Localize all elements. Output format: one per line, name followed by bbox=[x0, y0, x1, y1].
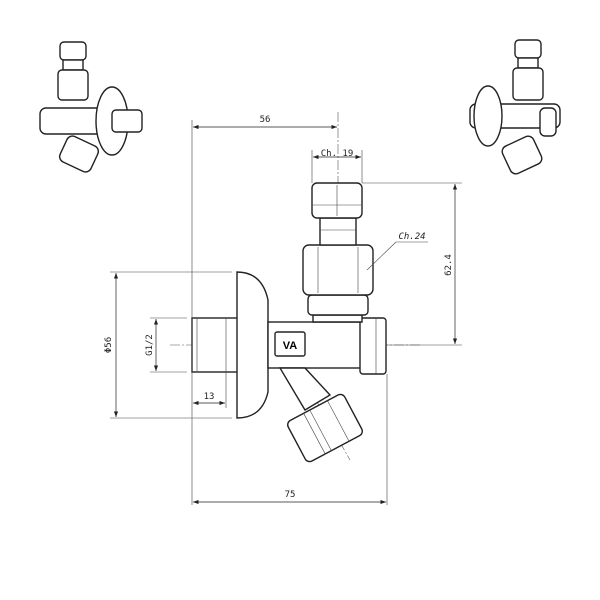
dim-g1-2: G1/2 bbox=[145, 334, 155, 356]
dim-75: 75 bbox=[285, 490, 296, 500]
dim-56: 56 bbox=[260, 115, 271, 125]
dim-62-4: 62.4 bbox=[444, 254, 454, 276]
body-marking: VA bbox=[283, 340, 298, 352]
thumbnail-right-view bbox=[469, 39, 561, 175]
dim-ch24: Ch.24 bbox=[398, 232, 425, 242]
thumbnail-left-view bbox=[39, 41, 143, 173]
dim-13: 13 bbox=[204, 392, 215, 402]
dim-phi56: Φ56 bbox=[104, 337, 114, 353]
dim-ch19: Ch. 19 bbox=[321, 149, 354, 159]
